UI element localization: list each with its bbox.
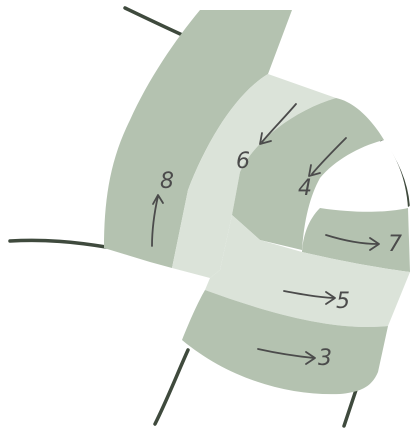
step-8-label: 8 <box>160 169 174 194</box>
step-6-label: 6 <box>236 149 250 174</box>
step-4-label: 4 <box>298 176 312 201</box>
step-7-label: 7 <box>388 232 402 257</box>
outline-left <box>10 240 106 247</box>
outline-bottom-left <box>155 350 188 424</box>
outline-bottom-right <box>344 390 356 426</box>
step-3-label: 3 <box>318 346 332 371</box>
step-5-label: 5 <box>336 289 350 314</box>
